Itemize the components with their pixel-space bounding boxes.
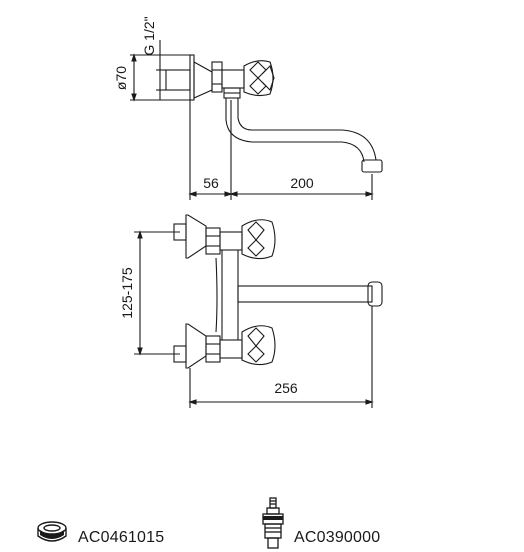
- lower-handle: [241, 325, 276, 366]
- front-dimensions: [134, 230, 374, 408]
- spout-outer: [225, 98, 365, 163]
- valve-cartridge-icon: [262, 497, 284, 549]
- mixer-body: [193, 61, 213, 99]
- height-range-label: 125-175: [119, 267, 135, 319]
- spout-inner: [237, 98, 377, 161]
- valve-stem: [221, 69, 245, 89]
- wall-plate: [189, 54, 195, 101]
- diameter-label: ø70: [113, 66, 129, 90]
- lower-nut: [205, 335, 221, 363]
- connecting-body: [221, 250, 239, 341]
- dim-56-label: 56: [203, 175, 219, 191]
- front-spout-tip: [367, 281, 383, 307]
- upper-wall-plate: [185, 214, 207, 259]
- upper-nut: [205, 227, 221, 255]
- upper-handle: [241, 219, 276, 260]
- aerator-icon: [37, 521, 67, 542]
- top-view: [165, 54, 383, 173]
- part-code-aerator: AC0461015: [78, 529, 165, 546]
- upper-stem: [219, 231, 243, 251]
- top-dimensions: [130, 40, 374, 200]
- spout-outlet: [361, 159, 383, 173]
- thread-label: G 1/2": [141, 16, 157, 55]
- width-256-label: 256: [274, 380, 298, 396]
- hex-nut: [211, 61, 223, 93]
- thread-stub: [165, 69, 191, 91]
- lower-stem: [219, 339, 243, 359]
- part-code-cartridge: AC0390000: [294, 529, 381, 546]
- lower-wall-plate: [185, 323, 207, 369]
- front-spout: [237, 285, 373, 303]
- front-view: [173, 214, 383, 369]
- dim-200-label: 200: [290, 175, 314, 191]
